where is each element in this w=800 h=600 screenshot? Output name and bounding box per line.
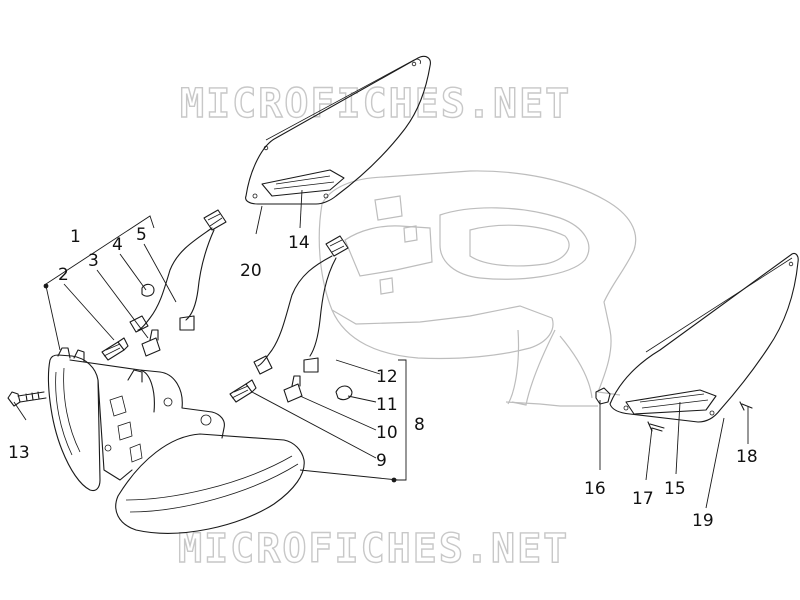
callout-12: 12 [376,367,398,387]
bulb-socket-3 [141,329,161,357]
callout-4: 4 [112,235,123,255]
right-side-panel [609,252,799,423]
callout-13: 13 [8,443,30,463]
callout-5: 5 [136,225,147,245]
bulb-4 [141,283,155,297]
callout-3: 3 [88,251,99,271]
scooter-body-outline [318,170,637,407]
callout-8: 8 [414,415,425,435]
callouts: 1 2 3 4 5 8 9 10 11 12 13 14 15 16 17 18… [8,225,758,531]
bulb-9 [229,379,257,403]
clip-16 [595,387,611,405]
leader-lines [13,189,749,509]
callout-14: 14 [288,233,310,253]
callout-1: 1 [70,227,81,247]
wiring-harness-12 [253,235,349,375]
callout-10: 10 [376,423,398,443]
callout-20: 20 [240,261,262,281]
callout-17: 17 [632,489,654,509]
callout-15: 15 [664,479,686,499]
bulb-2 [101,337,129,361]
callout-18: 18 [736,447,758,467]
wiring-harness-5 [129,209,227,333]
bolt-17 [647,421,665,432]
watermark-top: MICROFICHES.NET [180,81,571,127]
callout-19: 19 [692,511,714,531]
bolt-13 [7,391,47,407]
bolt-18 [739,401,753,411]
callout-16: 16 [584,479,606,499]
watermark-bottom: MICROFICHES.NET [178,526,569,572]
headlight-assembly [48,347,305,534]
left-side-panel [245,55,431,205]
bulb-socket-10 [283,375,303,403]
callout-11: 11 [376,395,398,415]
callout-9: 9 [376,451,387,471]
callout-2: 2 [58,265,69,285]
bulb-11 [335,385,353,401]
